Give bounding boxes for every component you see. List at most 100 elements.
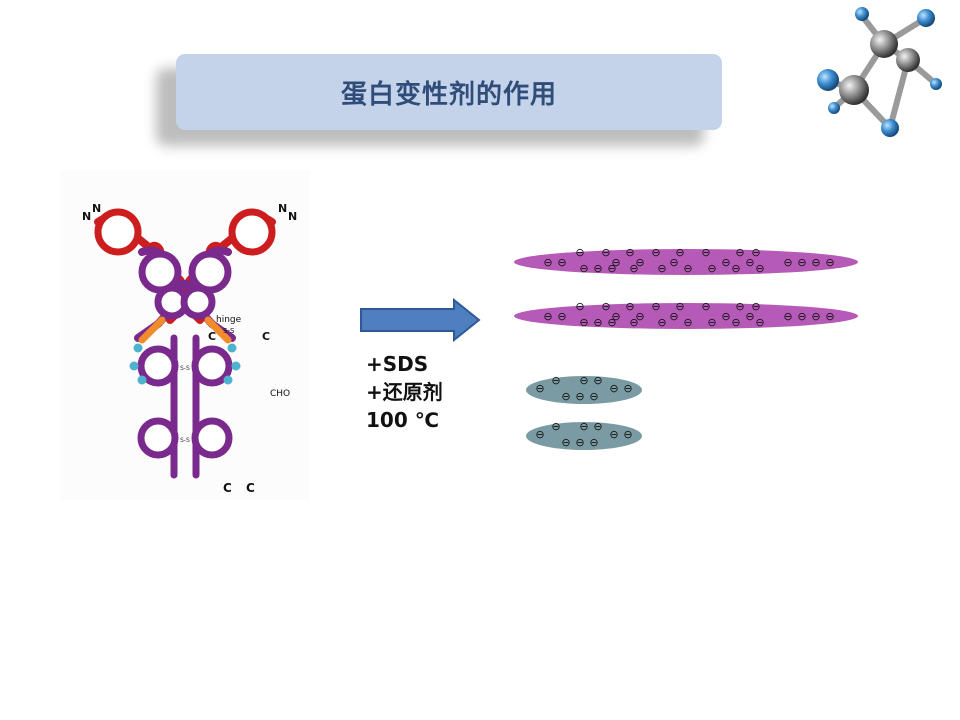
negative-charge: ⊖ — [601, 246, 610, 259]
negative-charge: ⊖ — [783, 256, 792, 269]
negative-charge: ⊖ — [535, 382, 544, 395]
label-c-bottom-left: C — [223, 481, 232, 495]
negative-charge: ⊖ — [601, 300, 610, 313]
label-cho: CHO — [270, 389, 290, 399]
negative-charge: ⊖ — [721, 256, 730, 269]
negative-charge: ⊖ — [755, 316, 764, 329]
negative-charge: ⊖ — [629, 262, 638, 275]
negative-charge: ⊖ — [593, 374, 602, 387]
negative-charge: ⊖ — [575, 246, 584, 259]
negative-charge: ⊖ — [707, 262, 716, 275]
negative-charge: ⊖ — [635, 310, 644, 323]
negative-charge: ⊖ — [701, 246, 710, 259]
light-chain-2 — [526, 422, 642, 450]
negative-charge: ⊖ — [731, 262, 740, 275]
title-box: 蛋白变性剂的作用 — [176, 54, 722, 130]
negative-charge: ⊖ — [589, 436, 598, 449]
right-arrow-icon — [360, 298, 481, 342]
label-hinge: hinge — [216, 315, 242, 325]
negative-charge: ⊖ — [593, 316, 602, 329]
label-c-right: C — [262, 330, 270, 343]
negative-charge: ⊖ — [543, 256, 552, 269]
negative-charge: ⊖ — [669, 256, 678, 269]
negative-charge: ⊖ — [611, 256, 620, 269]
negative-charge: ⊖ — [701, 300, 710, 313]
negative-charge: ⊖ — [735, 300, 744, 313]
negative-charge: ⊖ — [783, 310, 792, 323]
label-n-left: N — [82, 210, 91, 223]
negative-charge: ⊖ — [651, 246, 660, 259]
negative-charge: ⊖ — [825, 310, 834, 323]
negative-charge: ⊖ — [589, 390, 598, 403]
negative-charge: ⊖ — [625, 246, 634, 259]
label-c-left: C — [208, 330, 216, 343]
negative-charge: ⊖ — [593, 420, 602, 433]
label-ss-5: S-S — [180, 365, 190, 372]
negative-charge: ⊖ — [607, 316, 616, 329]
negative-charge: ⊖ — [657, 262, 666, 275]
negative-charge: ⊖ — [755, 262, 764, 275]
negative-charge: ⊖ — [811, 256, 820, 269]
negative-charge: ⊖ — [575, 390, 584, 403]
negative-charge: ⊖ — [651, 300, 660, 313]
negative-charge: ⊖ — [731, 316, 740, 329]
negative-charge: ⊖ — [721, 310, 730, 323]
negative-charge: ⊖ — [745, 256, 754, 269]
molecule-icon — [817, 7, 942, 137]
condition-temperature: 100 ℃ — [366, 408, 439, 432]
negative-charge: ⊖ — [607, 262, 616, 275]
negative-charge: ⊖ — [751, 246, 760, 259]
label-c-bottom-right: C — [246, 481, 255, 495]
negative-charge: ⊖ — [751, 300, 760, 313]
negative-charge: ⊖ — [629, 316, 638, 329]
denaturing-conditions: +SDS +还原剂 100 ℃ — [366, 350, 443, 434]
negative-charge: ⊖ — [557, 310, 566, 323]
page-title: 蛋白变性剂的作用 — [340, 79, 557, 110]
negative-charge: ⊖ — [561, 436, 570, 449]
negative-charge: ⊖ — [535, 428, 544, 441]
label-ss-4: S-S — [204, 269, 214, 276]
label-ss-2: S-S — [246, 229, 256, 236]
heavy-chain-2 — [514, 303, 858, 329]
negative-charge: ⊖ — [579, 262, 588, 275]
negative-charge: ⊖ — [675, 246, 684, 259]
label-ss-hinge: S-S — [223, 327, 235, 335]
label-ss-6: S-S — [180, 437, 190, 444]
negative-charge: ⊖ — [683, 262, 692, 275]
antibody-diagram: N N N N hinge S-S C C CHO C C S-S S-S S-… — [60, 170, 310, 500]
denatured-chains: ⊖⊖⊖⊖⊖⊖⊖⊖⊖⊖⊖⊖⊖⊖⊖⊖⊖⊖⊖⊖⊖⊖⊖⊖⊖⊖⊖⊖⊖⊖⊖⊖⊖⊖⊖⊖⊖⊖⊖⊖… — [514, 246, 858, 450]
negative-charge: ⊖ — [575, 436, 584, 449]
light-chain-1 — [526, 376, 642, 404]
negative-charge: ⊖ — [551, 420, 560, 433]
negative-charge: ⊖ — [825, 256, 834, 269]
negative-charge: ⊖ — [683, 316, 692, 329]
negative-charge: ⊖ — [625, 300, 634, 313]
negative-charge: ⊖ — [593, 262, 602, 275]
negative-charge: ⊖ — [797, 256, 806, 269]
negative-charge: ⊖ — [623, 382, 632, 395]
negative-charge: ⊖ — [707, 316, 716, 329]
label-n-right-2: N — [288, 210, 297, 223]
negative-charge: ⊖ — [609, 382, 618, 395]
negative-charge: ⊖ — [797, 310, 806, 323]
condition-sds: +SDS — [366, 352, 429, 376]
negative-charge: ⊖ — [735, 246, 744, 259]
negative-charge: ⊖ — [669, 310, 678, 323]
negative-charge: ⊖ — [557, 256, 566, 269]
negative-charge: ⊖ — [609, 428, 618, 441]
condition-reducing-agent: +还原剂 — [366, 380, 443, 404]
negative-charge: ⊖ — [745, 310, 754, 323]
negative-charge: ⊖ — [543, 310, 552, 323]
negative-charge: ⊖ — [675, 300, 684, 313]
negative-charge: ⊖ — [611, 310, 620, 323]
negative-charge: ⊖ — [575, 300, 584, 313]
negative-charge: ⊖ — [579, 374, 588, 387]
label-n-left-2: N — [92, 202, 101, 215]
label-n-right: N — [278, 202, 287, 215]
negative-charge: ⊖ — [579, 420, 588, 433]
label-ss-3: S-S — [154, 269, 164, 276]
label-ss-1: S-S — [114, 229, 124, 236]
negative-charge: ⊖ — [657, 316, 666, 329]
heavy-chain-1 — [514, 249, 858, 275]
negative-charge: ⊖ — [551, 374, 560, 387]
